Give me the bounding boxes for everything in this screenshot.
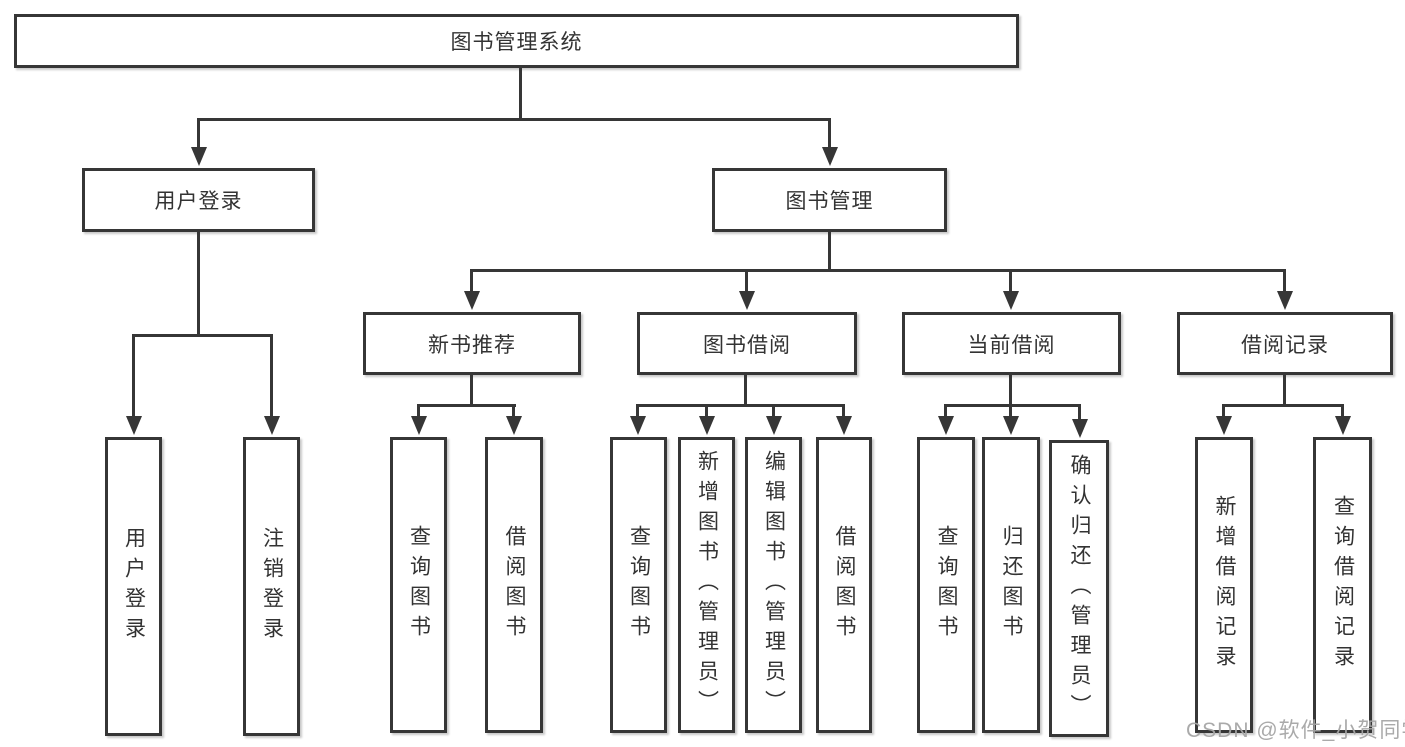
node-book-borrow-label: 图书借阅	[703, 333, 791, 357]
node-user-login-label: 用户登录	[154, 190, 243, 213]
node-root-label: 图书管理系统	[450, 31, 583, 54]
connector-line	[1009, 375, 1012, 406]
node-borrow-record: 借阅记录	[1177, 312, 1393, 375]
leaf-logout-label: 注销登录	[260, 526, 284, 647]
leaf-borrow-book-label: 借阅图书	[833, 525, 856, 645]
connector-line	[197, 232, 200, 336]
arrowhead	[745, 270, 748, 291]
arrowhead	[772, 405, 775, 416]
node-root: 图书管理系统	[14, 14, 1019, 68]
connector-line	[828, 232, 831, 271]
leaf-recommend-query-book-label: 查询图书	[407, 525, 431, 645]
leaf-borrow-query-book-label: 查询图书	[627, 525, 651, 645]
connector-line	[417, 404, 516, 407]
leaf-return-book-label: 归还图书	[1000, 525, 1023, 645]
node-current-borrow: 当前借阅	[902, 312, 1121, 375]
leaf-logout: 注销登录	[243, 437, 300, 736]
connector-line	[744, 375, 747, 406]
leaf-add-borrow-record: 新增借阅记录	[1195, 437, 1253, 733]
arrowhead	[1078, 405, 1081, 419]
connector-line	[944, 404, 1081, 407]
arrowhead	[132, 335, 135, 416]
leaf-user-login-label: 用户登录	[122, 526, 146, 647]
arrowhead	[1341, 405, 1344, 416]
arrowhead	[828, 119, 831, 147]
leaf-edit-book-admin: 编辑图书（管理员）	[745, 437, 802, 733]
leaf-add-borrow-record-label: 新增借阅记录	[1213, 495, 1236, 675]
leaf-add-book-admin-label: 新增图书（管理员）	[695, 450, 719, 720]
leaf-confirm-return-admin-label: 确认归还（管理员）	[1068, 453, 1091, 724]
arrowhead	[1009, 270, 1012, 291]
leaf-query-borrow-record-label: 查询借阅记录	[1331, 495, 1355, 675]
leaf-recommend-borrow-book-label: 借阅图书	[503, 525, 526, 645]
node-new-book-recommend: 新书推荐	[363, 312, 581, 375]
arrowhead	[417, 405, 420, 416]
connector-line	[470, 375, 473, 406]
node-book-management: 图书管理	[712, 168, 947, 232]
connector-line	[1283, 375, 1286, 406]
arrowhead	[944, 405, 947, 416]
node-user-login: 用户登录	[82, 168, 315, 232]
connector-line	[197, 118, 831, 121]
arrowhead	[842, 405, 845, 416]
node-new-book-recommend-label: 新书推荐	[428, 333, 516, 357]
arrowhead	[636, 405, 639, 416]
leaf-user-login: 用户登录	[105, 437, 162, 736]
leaf-borrow-query-book: 查询图书	[610, 437, 667, 733]
node-book-borrow: 图书借阅	[637, 312, 857, 375]
arrowhead	[512, 405, 515, 416]
csdn-watermark: CSDN @软件_小贺同学	[1186, 719, 1405, 742]
arrowhead	[1009, 405, 1012, 416]
leaf-add-book-admin: 新增图书（管理员）	[678, 437, 735, 733]
connector-line	[470, 269, 1286, 272]
arrowhead	[705, 405, 708, 416]
leaf-edit-book-admin-label: 编辑图书（管理员）	[762, 450, 786, 720]
connector-line	[519, 68, 522, 121]
arrowhead	[1283, 270, 1286, 291]
leaf-return-book: 归还图书	[982, 437, 1040, 733]
node-current-borrow-label: 当前借阅	[967, 333, 1056, 357]
arrowhead	[1222, 405, 1225, 416]
connector-line	[636, 404, 845, 407]
leaf-confirm-return-admin: 确认归还（管理员）	[1049, 440, 1109, 737]
arrowhead	[470, 270, 473, 291]
leaf-borrow-book: 借阅图书	[816, 437, 872, 733]
arrowhead	[270, 335, 273, 416]
leaf-recommend-borrow-book: 借阅图书	[485, 437, 543, 733]
leaf-query-borrow-record: 查询借阅记录	[1313, 437, 1372, 733]
leaf-recommend-query-book: 查询图书	[390, 437, 447, 733]
node-borrow-record-label: 借阅记录	[1241, 333, 1329, 357]
connector-line	[132, 334, 273, 337]
node-book-management-label: 图书管理	[785, 190, 874, 213]
leaf-current-query-book: 查询图书	[917, 437, 975, 733]
arrowhead	[197, 119, 200, 147]
connector-line	[1222, 404, 1344, 407]
leaf-current-query-book-label: 查询图书	[935, 525, 958, 645]
